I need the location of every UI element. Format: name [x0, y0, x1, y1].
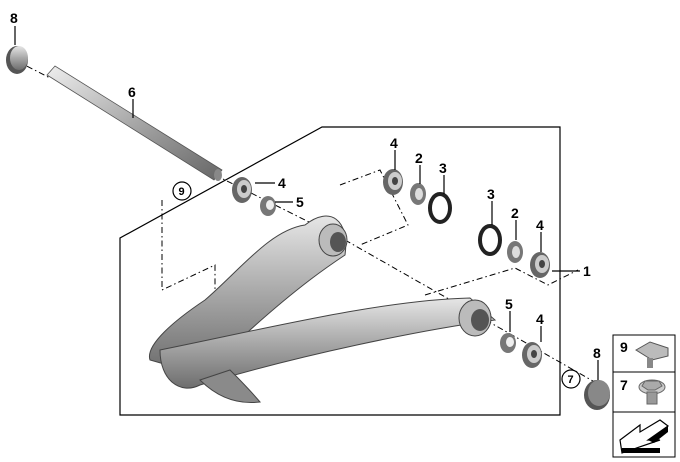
- arrow-symbol-icon: [619, 419, 670, 454]
- spacer-5-left: [260, 196, 276, 216]
- bearing-4-top: [383, 169, 403, 195]
- callout-2: 2: [415, 150, 423, 166]
- callout-3: 3: [487, 186, 495, 202]
- swing-arm-part-1: [149, 215, 497, 404]
- callout-labels: 8 6 4 2 3 4 5 9 3 2 4 1 5 4 8 7: [10, 10, 601, 389]
- legend-box: 9 7: [612, 334, 676, 458]
- callout-3: 3: [439, 160, 447, 176]
- bearings: [232, 169, 610, 410]
- spacer-5-bottom: [500, 333, 516, 353]
- seal-3-top: [428, 192, 452, 224]
- callout-1: 1: [583, 263, 591, 279]
- callout-4: 4: [278, 175, 286, 191]
- callout-4: 4: [536, 311, 544, 327]
- assembly-frame: [119, 126, 561, 416]
- callout-4: 4: [536, 217, 544, 233]
- axle-part-6: [46, 65, 223, 181]
- clip-nut-icon: [635, 341, 669, 368]
- collar-screw-icon: [638, 379, 666, 405]
- seal-3-right: [478, 224, 502, 256]
- callout-4: 4: [390, 135, 398, 151]
- cap-part-8-top: [6, 46, 28, 74]
- callout-8-bottom: 8: [593, 345, 601, 361]
- ring-2-top: [410, 183, 426, 205]
- callout-5: 5: [505, 296, 513, 312]
- legend-label-7: 7: [620, 377, 628, 393]
- callout-9: 9: [179, 186, 185, 198]
- legend-label-9: 9: [620, 339, 628, 355]
- callout-8-top: 8: [10, 10, 18, 26]
- callout-9-circle: [172, 181, 192, 201]
- axis-lines: [14, 59, 601, 386]
- leader-lines: [14, 26, 599, 380]
- callout-6: 6: [128, 84, 136, 100]
- bearing-4-right: [530, 252, 550, 278]
- cap-part-8-bottom: [584, 380, 610, 410]
- callout-2: 2: [511, 205, 519, 221]
- callout-7: 7: [568, 374, 574, 386]
- ring-2-right: [507, 241, 523, 263]
- bearing-4-left: [232, 177, 252, 203]
- callout-5: 5: [296, 194, 304, 210]
- bearing-4-bottom: [522, 342, 542, 368]
- callout-7-circle: [561, 369, 581, 389]
